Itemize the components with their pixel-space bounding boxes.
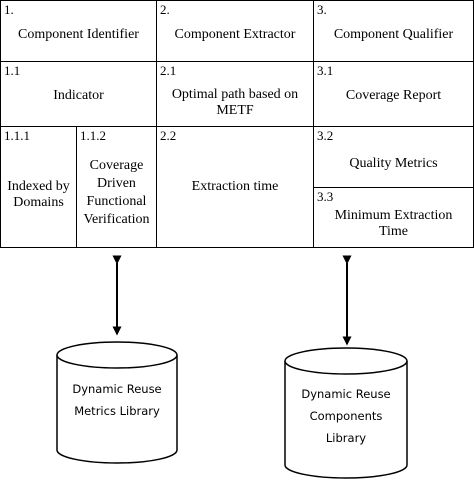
cell-label: Component Extractor xyxy=(174,27,296,42)
cell-label: Minimum Extraction Time xyxy=(334,208,453,239)
cell-number: 3. xyxy=(317,2,327,17)
components-library-cylinder xyxy=(284,347,408,479)
coverage-driven-verification-cell: 1.1.2 Coverage Driven Functional Verific… xyxy=(76,126,157,248)
cell-label: Extraction time xyxy=(191,179,279,194)
cell-label: Coverage Driven Functional Verification xyxy=(83,158,150,227)
cell-number: 2.1 xyxy=(160,63,177,78)
cell-number: 2. xyxy=(160,2,170,17)
component-qualifier-cell: 3. Component Qualifier xyxy=(313,0,474,62)
minimum-extraction-time-cell: 3.3 Minimum Extraction Time xyxy=(313,187,474,248)
cell-label: Optimal path based on METF xyxy=(171,87,299,118)
component-extractor-cell: 2. Component Extractor xyxy=(156,0,314,62)
extraction-time-cell: 2.2 Extraction time xyxy=(156,126,314,248)
cell-label: Component Qualifier xyxy=(333,27,454,42)
cell-number: 3.2 xyxy=(317,128,334,143)
cell-number: 1. xyxy=(4,2,14,17)
indexed-by-domains-cell: 1.1.1 Indexed by Domains xyxy=(0,126,77,248)
optimal-path-cell: 2.1 Optimal path based on METF xyxy=(156,61,314,127)
metrics-library-cylinder xyxy=(56,341,178,464)
cell-number: 1.1 xyxy=(4,63,21,78)
cell-number: 3.3 xyxy=(317,189,334,204)
cell-number: 1.1.1 xyxy=(4,128,30,143)
component-identifier-cell: 1. Component Identifier xyxy=(0,0,157,62)
cell-number: 2.2 xyxy=(160,128,177,143)
metrics-library-label: Dynamic Reuse Metrics Library xyxy=(72,382,162,418)
cell-number: 3.1 xyxy=(317,63,334,78)
cell-label: Indicator xyxy=(53,88,104,103)
cell-label: Component Identifier xyxy=(18,27,139,42)
cell-label: Indexed by Domains xyxy=(7,179,70,210)
coverage-report-cell: 3.1 Coverage Report xyxy=(313,61,474,127)
indicator-cell: 1.1 Indicator xyxy=(0,61,157,127)
cell-label: Quality Metrics xyxy=(349,156,438,171)
cell-label: Coverage Report xyxy=(345,88,442,103)
cell-number: 1.1.2 xyxy=(80,128,106,143)
components-library-label: Dynamic Reuse Components Library xyxy=(301,387,391,445)
